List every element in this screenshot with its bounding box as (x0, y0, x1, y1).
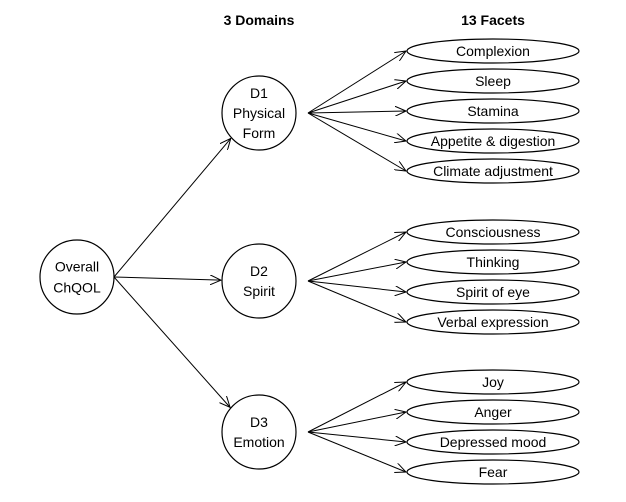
domain-2-label-line-1: D2 (250, 263, 268, 279)
facet-node: Anger (406, 399, 580, 425)
arrow-domain-2-to-facet-4 (307, 280, 406, 322)
facet-node: Spirit of eye (406, 279, 580, 305)
arrow-domain-2-to-facet-3 (307, 280, 406, 292)
arrow-domain-2-to-facet-2 (307, 262, 406, 282)
facet-ellipse (406, 279, 580, 305)
facet-node: Appetite & digestion (406, 128, 580, 154)
arrow-domain-3-to-facet-3 (307, 431, 406, 442)
facet-node: Climate adjustment (406, 158, 580, 184)
facet-label: Stamina (467, 103, 519, 119)
domain-2-label-line-2: Spirit (243, 283, 275, 299)
arrow-root-to-domain-2 (113, 277, 221, 280)
facet-node: Stamina (406, 98, 580, 124)
root-label-line-1: Overall (55, 259, 99, 275)
arrow-domain-3-to-facet-4 (307, 431, 406, 472)
facet-ellipse (406, 128, 580, 154)
arrow-domain-1-to-facet-2 (307, 81, 406, 114)
domain-circle-1 (221, 75, 297, 151)
domain-1-label-line-2: Physical (233, 105, 285, 121)
domain-circle-3 (221, 394, 297, 470)
facet-label: Climate adjustment (433, 163, 553, 179)
facet-label: Complexion (456, 43, 530, 59)
facet-label: Fear (479, 464, 508, 480)
arrow-domain-1-to-facet-3 (307, 111, 406, 113)
domains-header: 3 Domains (224, 12, 295, 28)
domain-3-label-line-2: Emotion (233, 434, 284, 450)
arrow-domain-1-to-facet-5 (307, 112, 406, 171)
facet-node: Depressed mood (406, 429, 580, 455)
facet-node: Verbal expression (406, 309, 580, 335)
facet-ellipse (406, 309, 580, 335)
facet-label: Spirit of eye (456, 284, 530, 300)
arrow-domain-1-to-facet-1 (307, 51, 406, 114)
facet-node: Sleep (406, 68, 580, 94)
facet-label: Joy (482, 374, 504, 390)
domain-circle-2 (221, 243, 297, 319)
facet-ellipse (406, 399, 580, 425)
facet-node: Thinking (406, 249, 580, 275)
facet-ellipse (406, 98, 580, 124)
domain-1-label-line-3: Form (243, 125, 276, 141)
arrow-root-to-domain-1 (113, 138, 231, 278)
arrow-domain-2-to-facet-1 (307, 232, 406, 282)
domain-3-label-line-1: D3 (250, 414, 268, 430)
facet-ellipse (406, 158, 580, 184)
root-label-line-2: ChQOL (53, 280, 101, 296)
facet-label: Sleep (475, 73, 511, 89)
connector-arrows (113, 51, 406, 472)
facet-ellipse (406, 219, 580, 245)
arrow-domain-3-to-facet-1 (307, 382, 406, 433)
domain-1-label-line-1: D1 (250, 85, 268, 101)
facet-node: Joy (406, 369, 580, 395)
facet-label: Depressed mood (440, 434, 547, 450)
arrow-root-to-domain-3 (113, 276, 230, 407)
facet-ellipse (406, 68, 580, 94)
facet-ellipse (406, 429, 580, 455)
facet-label: Consciousness (446, 224, 541, 240)
arrow-domain-3-to-facet-2 (307, 412, 406, 433)
facet-ellipse (406, 249, 580, 275)
root-circle (39, 239, 115, 315)
facet-ellipse (406, 38, 580, 64)
facets-header: 13 Facets (461, 12, 525, 28)
facet-node: Consciousness (406, 219, 580, 245)
arrow-domain-1-to-facet-4 (307, 112, 406, 141)
facet-ellipse (406, 459, 580, 485)
facet-node: Complexion (406, 38, 580, 64)
facet-label: Appetite & digestion (431, 133, 556, 149)
facet-node: Fear (406, 459, 580, 485)
facet-label: Anger (474, 404, 512, 420)
facet-label: Thinking (467, 254, 520, 270)
facet-ellipse (406, 369, 580, 395)
facet-label: Verbal expression (437, 314, 548, 330)
